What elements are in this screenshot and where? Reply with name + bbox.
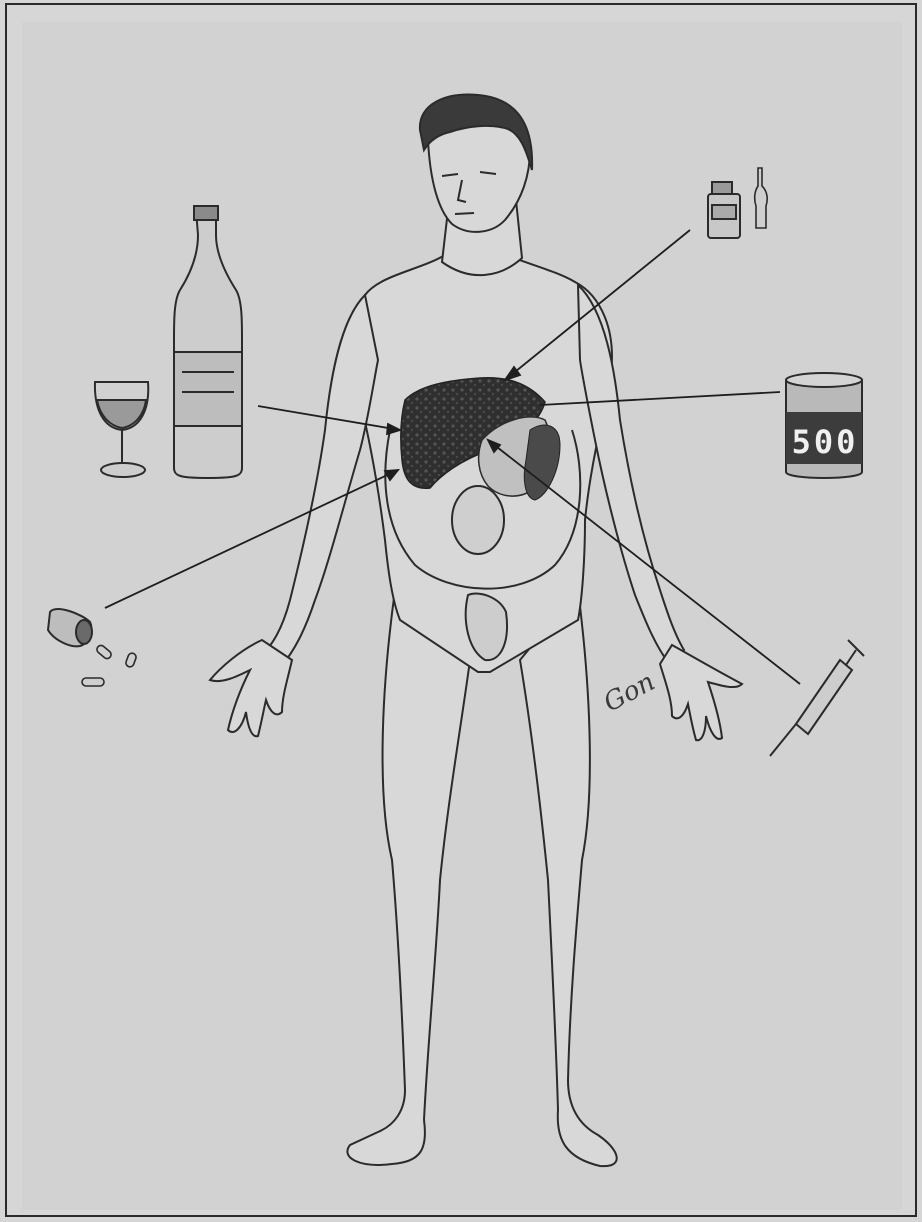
- can-label: 500: [788, 422, 862, 462]
- stomach-bulge: [452, 486, 504, 554]
